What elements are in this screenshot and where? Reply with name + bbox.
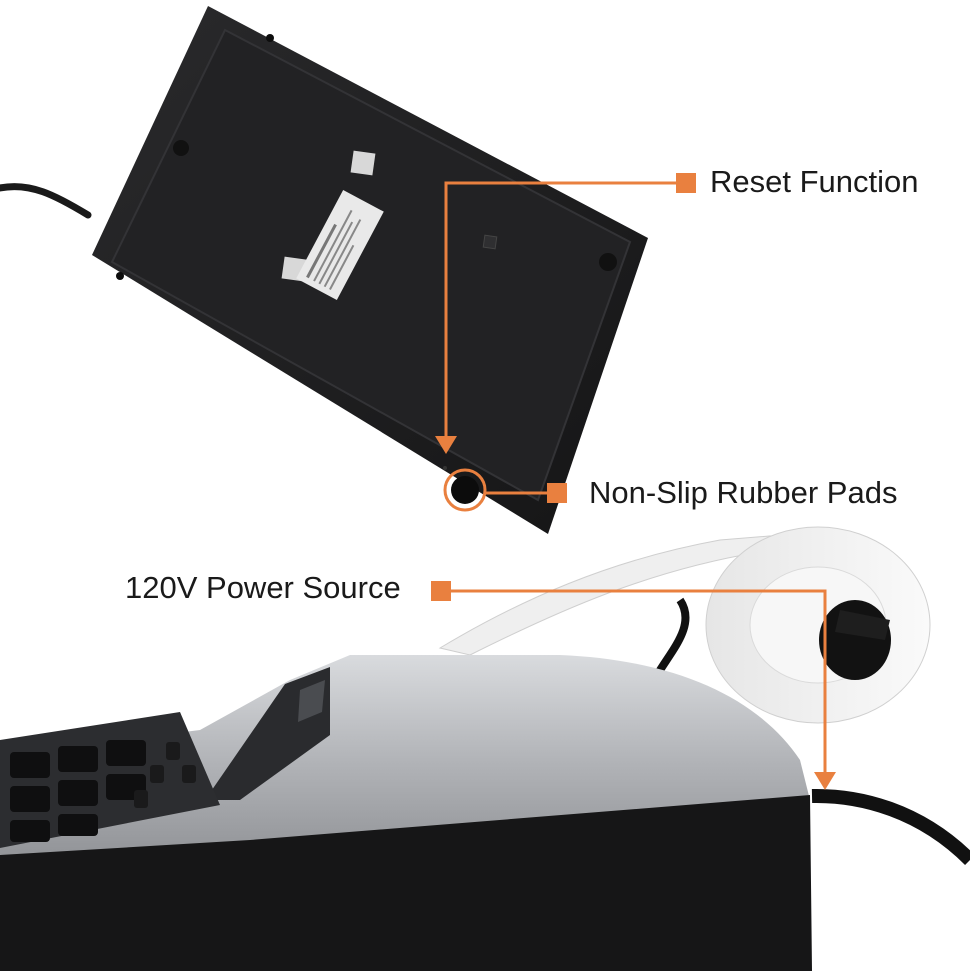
rubber-pads-label: Non-Slip Rubber Pads bbox=[589, 475, 898, 510]
calculator-side-view bbox=[0, 526, 970, 971]
pads-marker-icon bbox=[547, 483, 567, 503]
paper-roll bbox=[705, 526, 931, 724]
calculator-underside bbox=[0, 6, 648, 534]
reset-marker-icon bbox=[676, 173, 696, 193]
power-source-label: 120V Power Source bbox=[125, 570, 401, 605]
power-marker-icon bbox=[431, 581, 451, 601]
reset-callout-line bbox=[435, 181, 678, 454]
power-callout-line bbox=[450, 589, 836, 790]
reset-function-label: Reset Function bbox=[710, 164, 919, 199]
